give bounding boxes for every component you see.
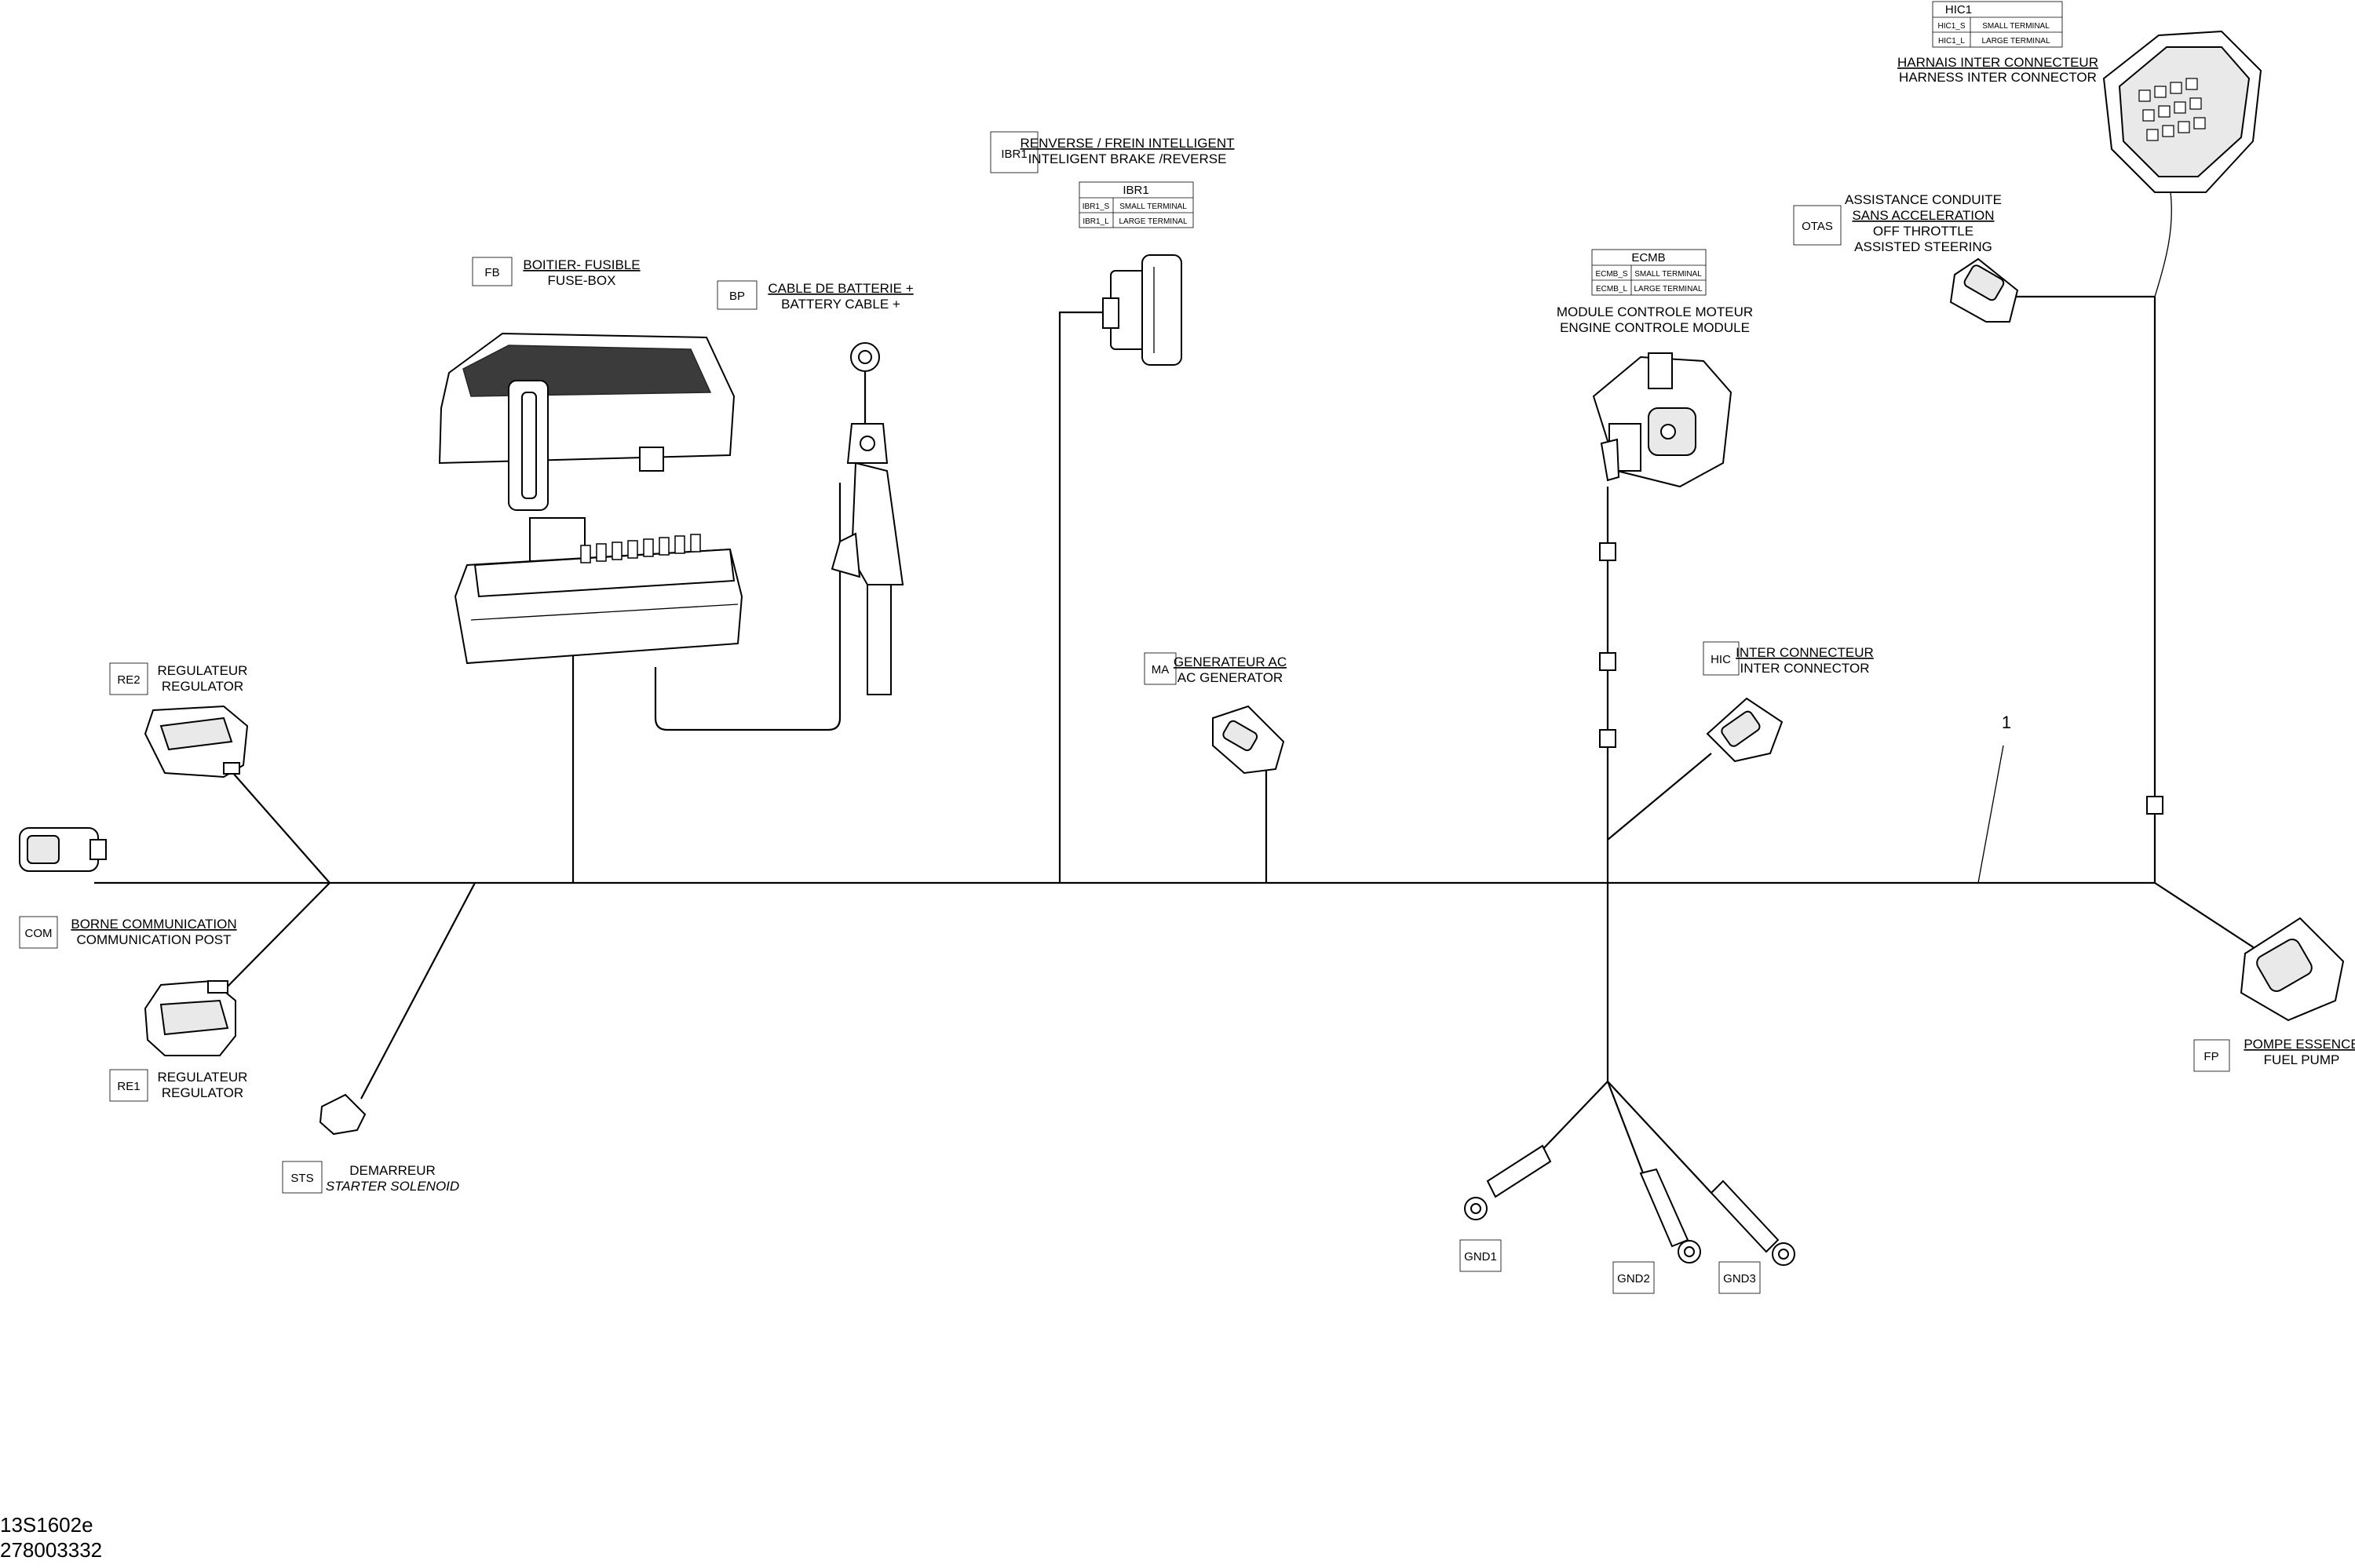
callout-number: 1 [2002, 713, 2011, 732]
label-gnd1: GND1 [1459, 1239, 1502, 1272]
hic1-table-title: HIC1 [1945, 3, 1972, 16]
label-ecmb: MODULE CONTROLE MOTEUR ENGINE CONTROLE M… [1557, 304, 1753, 335]
svg-text:HIC1_L: HIC1_L [1938, 37, 1965, 46]
part-number: 278003332 [0, 1538, 103, 1562]
svg-text:SMALL TERMINAL: SMALL TERMINAL [1119, 202, 1187, 211]
label-hic1: HARNAIS INTER CONNECTEUR HARNESS INTER C… [1897, 55, 2098, 85]
fp-code: FP [2203, 1050, 2218, 1063]
fp-label-fr: POMPE ESSENCE [2244, 1037, 2355, 1052]
fb-label-en: FUSE-BOX [548, 273, 616, 288]
ecmb-table-title: ECMB [1631, 251, 1665, 264]
figure-id: 13S1602e [0, 1513, 93, 1537]
hic-code: HIC [1711, 653, 1731, 666]
label-fp: FP POMPE ESSENCE FUEL PUMP [2193, 1037, 2355, 1072]
svg-text:LARGE TERMINAL: LARGE TERMINAL [1119, 217, 1187, 226]
com-code: COM [25, 927, 53, 940]
wire-clips [1599, 542, 2163, 815]
label-gnd3: GND3 [1718, 1261, 1761, 1294]
sts-connector-part [319, 1093, 367, 1136]
fb-code: FB [484, 266, 499, 279]
hic-connector-part [1706, 697, 1784, 763]
bp-label-fr: CABLE DE BATTERIE + [768, 281, 913, 296]
re2-code: RE2 [117, 673, 140, 687]
label-gnd2: GND2 [1612, 1261, 1655, 1294]
otas-label-fr2: SANS ACCELERATION [1852, 208, 1994, 223]
re1-code: RE1 [117, 1080, 140, 1093]
sts-code: STS [290, 1172, 313, 1185]
svg-text:SMALL TERMINAL: SMALL TERMINAL [1634, 270, 1702, 279]
re2-label-en: REGULATOR [162, 679, 243, 694]
com-connector-part [19, 827, 107, 872]
label-hic: HIC INTER CONNECTEUR INTER CONNECTOR [1703, 641, 1874, 676]
hic1-label-fr: HARNAIS INTER CONNECTEUR [1897, 55, 2098, 70]
label-re2: RE2 REGULATEUR REGULATOR [109, 662, 248, 695]
sts-label-fr: DEMARREUR [349, 1163, 436, 1178]
label-bp: BP CABLE DE BATTERIE + BATTERY CABLE + [717, 280, 914, 312]
re2-regulator-part [144, 705, 249, 779]
hic-label-fr: INTER CONNECTEUR [1736, 645, 1874, 660]
ground-terminals [1464, 1144, 1795, 1266]
re1-label-fr: REGULATEUR [158, 1070, 248, 1085]
com-label-en: COMMUNICATION POST [76, 932, 231, 947]
bp-label-en: BATTERY CABLE + [781, 297, 900, 312]
hic-label-en: INTER CONNECTOR [1740, 661, 1870, 676]
ibr1-connector-part [1102, 254, 1182, 366]
otas-label-en1: OFF THROTTLE [1873, 224, 1973, 239]
hic1-terminal-table: HIC1 HIC1_S SMALL TERMINAL HIC1_L LARGE … [1932, 1, 2063, 48]
ecmb-terminal-table: ECMB ECMB_S SMALL TERMINAL ECMB_L LARGE … [1591, 249, 1707, 296]
bp-code: BP [729, 290, 745, 303]
svg-text:IBR1_S: IBR1_S [1083, 202, 1110, 211]
ecm-connector-part [1592, 352, 1732, 488]
hic1-connector-part [2102, 30, 2262, 193]
ma-code: MA [1152, 663, 1170, 676]
harness-wires [94, 191, 2258, 1194]
ibr1-label-en: INTELIGENT BRAKE /REVERSE [1028, 151, 1227, 166]
gnd2-code: GND2 [1617, 1272, 1650, 1285]
svg-text:IBR1_L: IBR1_L [1083, 217, 1109, 226]
ibr1-label-fr: RENVERSE / FREIN INTELLIGENT [1020, 136, 1235, 151]
svg-text:HIC1_S: HIC1_S [1937, 22, 1965, 31]
gnd3-code: GND3 [1723, 1272, 1756, 1285]
fuse-box-part [438, 332, 743, 665]
ibr1-table-title: IBR1 [1123, 184, 1148, 197]
com-label-fr: BORNE COMMUNICATION [71, 917, 236, 932]
svg-text:SMALL TERMINAL: SMALL TERMINAL [1982, 22, 2050, 31]
label-fb: FB BOITIER- FUSIBLE FUSE-BOX [472, 257, 641, 288]
label-ibr1: IBR1 RENVERSE / FREIN INTELLIGENT INTELI… [990, 131, 1235, 173]
sts-label-en: STARTER SOLENOID [326, 1179, 459, 1194]
svg-text:LARGE TERMINAL: LARGE TERMINAL [1634, 285, 1702, 294]
fp-label-en: FUEL PUMP [2264, 1052, 2340, 1067]
svg-text:ECMB_L: ECMB_L [1596, 285, 1627, 294]
svg-text:ECMB_S: ECMB_S [1595, 270, 1627, 279]
fuel-pump-connector-part [2240, 917, 2345, 1022]
gnd1-code: GND1 [1464, 1250, 1497, 1264]
label-com: COM BORNE COMMUNICATION COMMUNICATION PO… [19, 916, 237, 949]
ecmb-label-en: ENGINE CONTROLE MODULE [1560, 320, 1750, 335]
otas-code: OTAS [1802, 220, 1833, 233]
ac-generator-connector-part [1212, 705, 1285, 775]
ma-label-fr: GENERATEUR AC [1174, 655, 1287, 669]
battery-cable-part [831, 342, 904, 695]
otas-connector-part [1949, 257, 2019, 323]
ibr1-code: IBR1 [1001, 148, 1027, 161]
svg-text:LARGE TERMINAL: LARGE TERMINAL [1981, 37, 2050, 46]
hic1-label-en: HARNESS INTER CONNECTOR [1899, 70, 2097, 85]
ecmb-label-fr: MODULE CONTROLE MOTEUR [1557, 304, 1753, 319]
re2-label-fr: REGULATEUR [158, 663, 248, 678]
re1-regulator-part [144, 979, 236, 1056]
re1-label-en: REGULATOR [162, 1085, 243, 1100]
otas-label-en2: ASSISTED STEERING [1854, 239, 1992, 254]
ibr1-terminal-table: IBR1 IBR1_S SMALL TERMINAL IBR1_L LARGE … [1079, 181, 1194, 228]
label-re1: RE1 REGULATEUR REGULATOR [109, 1069, 248, 1102]
ma-label-en: AC GENERATOR [1178, 670, 1283, 685]
otas-label-fr1: ASSISTANCE CONDUITE [1845, 192, 2002, 207]
label-sts: STS DEMARREUR STARTER SOLENOID [282, 1161, 459, 1194]
fb-label-fr: BOITIER- FUSIBLE [523, 257, 640, 272]
label-otas: OTAS ASSISTANCE CONDUITE SANS ACCELERATI… [1793, 192, 2002, 254]
label-ma: MA GENERATEUR AC AC GENERATOR [1144, 652, 1287, 685]
